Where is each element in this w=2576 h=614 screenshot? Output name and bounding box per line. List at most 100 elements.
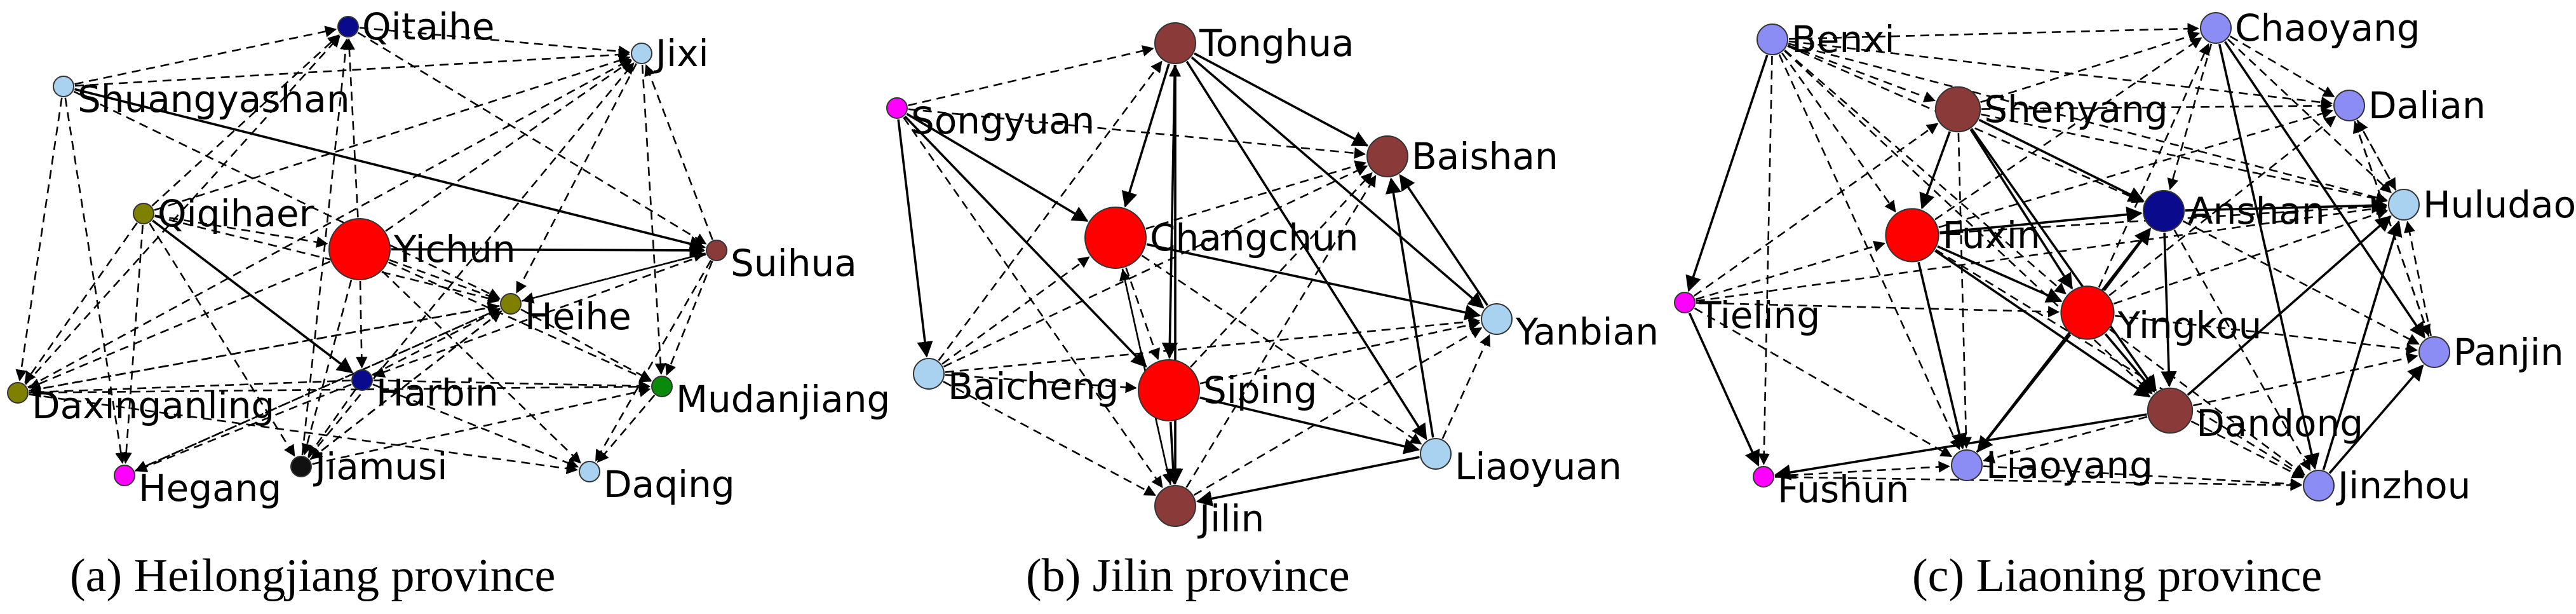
label-siping: Siping: [1203, 369, 1317, 412]
edge-tonghua-changchun: [1121, 63, 1170, 208]
label-daqing: Daqing: [604, 463, 735, 506]
label-liaoyuan: Liaoyuan: [1455, 445, 1622, 488]
edge-yichun-qitaihe: [343, 38, 359, 218]
edge-yichun-daqing: [381, 270, 581, 464]
edge-daxinganling-daqing: [29, 393, 579, 475]
node-songyuan: [886, 97, 908, 119]
edge-harbin-hegang: [135, 383, 352, 472]
node-panjin: [2418, 336, 2450, 368]
edge-baicheng-changchun: [941, 256, 1090, 365]
label-suihua: Suihua: [731, 242, 857, 285]
edge-songyuan-siping: [904, 115, 1147, 368]
label-daxinganling: Daxinganling: [32, 384, 274, 427]
label-jinzhou: Jinzhou: [2336, 464, 2471, 507]
edge-qiqihaer-daxinganling: [24, 222, 138, 384]
edge-songyuan-jilin: [903, 116, 1163, 488]
edge-shuangyashan-hegang: [64, 97, 127, 464]
node-qitaihe: [337, 16, 359, 38]
edge-harbin-mudanjiang: [373, 379, 651, 392]
node-tieling: [1674, 292, 1696, 313]
edge-anshan-dandong: [2161, 232, 2177, 388]
node-liaoyuan: [1420, 438, 1452, 470]
edge-shenyang-liaoyang: [1957, 133, 1972, 449]
edge-jinzhou-panjin: [2328, 364, 2424, 474]
edge-jinzhou-huludao: [2322, 220, 2403, 470]
edge-yingkou-jinzhou: [2109, 329, 2306, 476]
node-mudanjiang: [651, 376, 673, 397]
edge-benxi-dandong: [1784, 50, 2153, 395]
edge-changchun-yanbian: [1146, 243, 1481, 320]
edge-qitaihe-jixi: [359, 27, 630, 57]
node-yichun: [328, 218, 391, 280]
edge-mudanjiang-daqing: [597, 394, 656, 463]
caption-jilin: (b) Jilin province: [1026, 550, 1350, 602]
label-liaoyang: Liaoyang: [1986, 444, 2153, 487]
edge-tonghua-yanbian: [1190, 56, 1485, 309]
label-qiqihaer: Qiqihaer: [158, 192, 314, 235]
node-heihe: [500, 293, 522, 315]
edge-daxinganling-jixi: [27, 58, 631, 388]
node-fuxin: [1885, 208, 1939, 263]
node-yanbian: [1481, 303, 1513, 335]
node-shenyang: [1934, 86, 1981, 133]
edge-changchun-siping: [1125, 267, 1160, 360]
node-anshan: [2143, 190, 2185, 232]
label-fushun: Fushun: [1777, 468, 1909, 511]
edge-shuangyashan-qitaihe: [74, 25, 337, 85]
edge-changchun-liaoyuan: [1141, 254, 1422, 445]
edge-siping-yanbian: [1199, 319, 1481, 385]
label-anshan: Anshan: [2188, 189, 2325, 233]
node-qiqihaer: [133, 203, 154, 224]
edge-harbin-daxinganling: [29, 379, 351, 398]
edge-qitaihe-suihua: [357, 32, 707, 245]
edge-benxi-tieling: [1685, 55, 1769, 292]
edge-baicheng-tonghua: [938, 60, 1163, 361]
edge-shuangyashan-daxinganling: [15, 97, 63, 382]
edge-siping-tonghua: [1168, 65, 1181, 359]
edge-jilin-yanbian: [1193, 327, 1483, 496]
node-daxinganling: [7, 382, 29, 404]
edge-chaoyang-panjin: [2224, 41, 2425, 339]
edge-heihe-hegang: [135, 308, 501, 472]
edge-heihe-suihua: [522, 250, 706, 302]
label-tonghua: Tonghua: [1199, 22, 1354, 65]
edge-dandong-huludao: [2187, 215, 2392, 396]
edge-chaoyang-dalian: [2229, 35, 2335, 98]
edge-yingkou-dandong: [2104, 333, 2155, 393]
node-changchun: [1084, 207, 1147, 269]
edge-qiqihaer-qitaihe: [151, 34, 340, 207]
edge-shuangyashan-jixi: [74, 48, 630, 87]
edge-benxi-fuxin: [1781, 52, 1896, 213]
edge-panjin-huludao: [2404, 221, 2432, 336]
edge-dandong-jinzhou: [2190, 420, 2304, 479]
edge-benxi-chaoyang: [1788, 23, 2199, 40]
edge-benxi-shenyang: [1787, 44, 1936, 102]
edge-yichun-daxinganling: [28, 261, 331, 390]
edges-heilongjiang: [15, 25, 713, 475]
edge-baicheng-baishan: [943, 165, 1368, 368]
edge-tonghua-baishan: [1194, 52, 1369, 147]
edge-dalian-huludao: [2356, 119, 2396, 191]
edge-yingkou-panjin: [2115, 315, 2418, 355]
label-shenyang: Shenyang: [1984, 88, 2168, 131]
edge-baicheng-jilin: [943, 381, 1156, 496]
edge-suihua-harbin: [373, 253, 706, 378]
label-benxi: Benxi: [1791, 18, 1895, 61]
node-harbin: [351, 369, 373, 391]
edge-changchun-baishan: [1145, 160, 1367, 229]
label-songyuan: Songyuan: [911, 99, 1095, 142]
edge-fuxin-yingkou: [1937, 245, 2063, 303]
node-benxi: [1757, 24, 1788, 55]
edge-songyuan-tonghua: [908, 45, 1154, 107]
label-panjin: Panjin: [2453, 331, 2564, 374]
caption-heilongjiang: (a) Heilongjiang province: [70, 550, 555, 602]
label-tieling: Tieling: [1698, 294, 1820, 337]
edge-dandong-panjin: [2193, 352, 2418, 407]
edge-yingkou-chaoyang: [2098, 43, 2210, 288]
edge-daxinganling-qitaihe: [25, 35, 341, 385]
label-dalian: Dalian: [2368, 84, 2486, 127]
label-mudanjiang: Mudanjiang: [676, 378, 890, 421]
edge-dandong-fushun: [1774, 413, 2147, 481]
